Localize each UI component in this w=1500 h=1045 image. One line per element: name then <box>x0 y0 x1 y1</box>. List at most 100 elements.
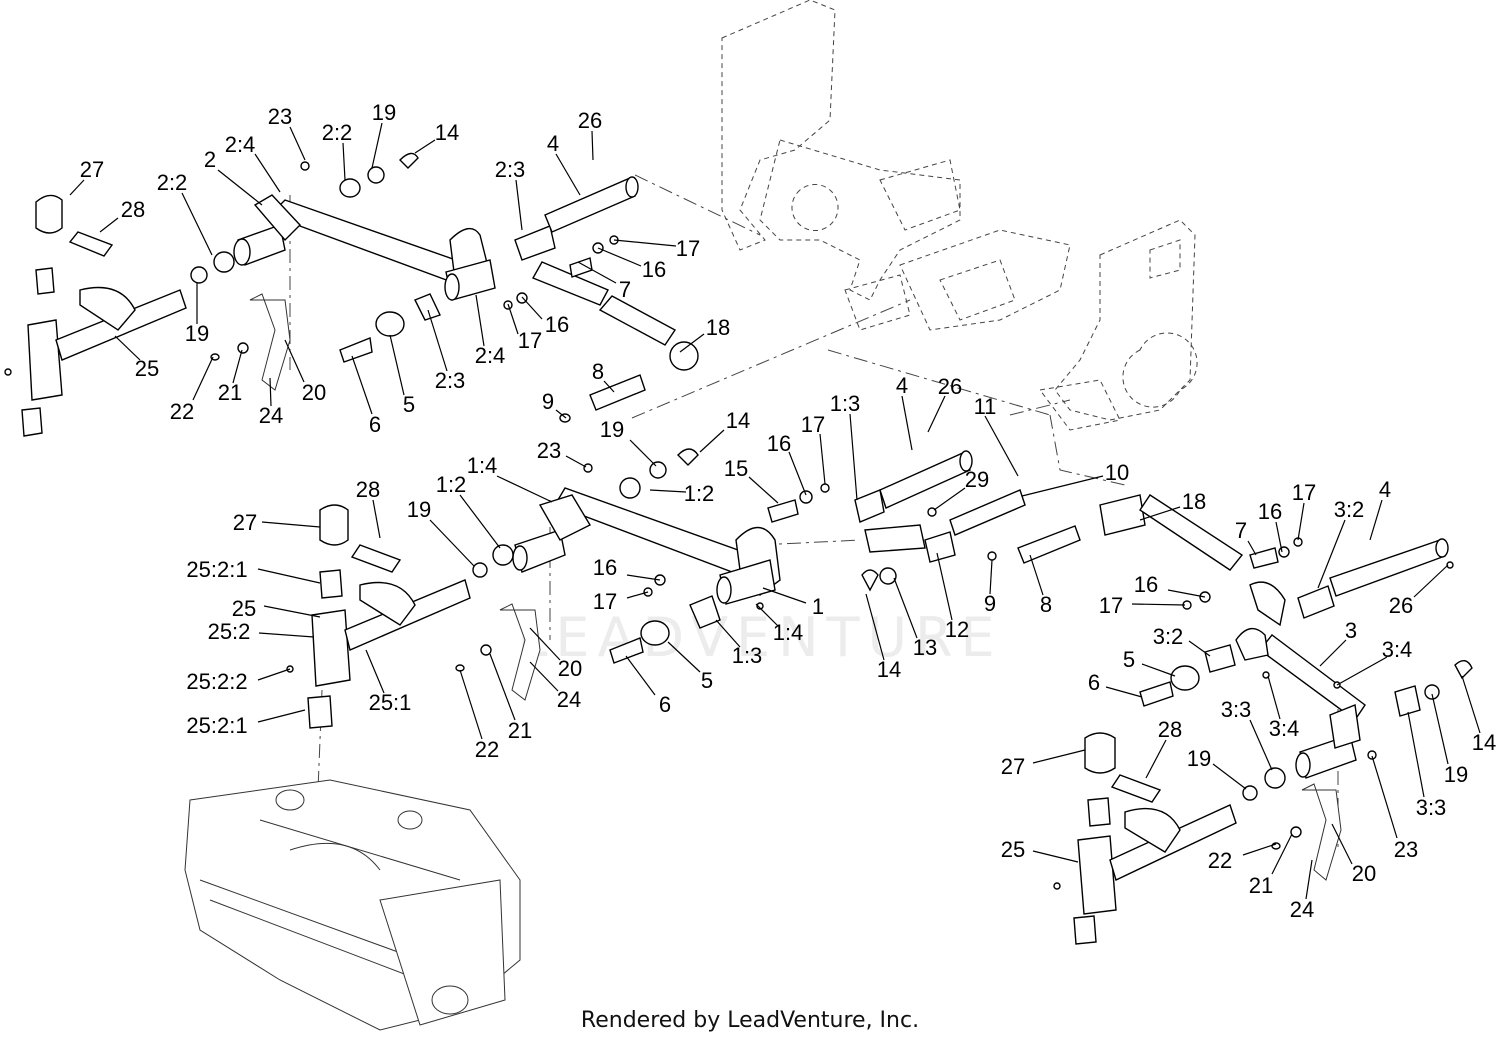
callout-label: 25:2 <box>208 619 251 644</box>
callout-leader <box>1317 519 1346 589</box>
callout-leader <box>699 429 725 453</box>
callout-label: 20 <box>558 656 582 681</box>
callout-leader <box>591 130 594 161</box>
callout-leader <box>762 587 807 604</box>
callout-leader <box>819 433 826 485</box>
callout-label: 16 <box>593 555 617 580</box>
callout-label: 7 <box>619 277 631 302</box>
callout-label: 19 <box>372 100 396 125</box>
callout-label: 19 <box>1444 762 1468 787</box>
carrier-assembly-upper-left <box>4 194 187 437</box>
cutting-unit <box>184 779 521 1031</box>
callout-leader <box>429 519 475 567</box>
callout-label: 16 <box>1258 499 1282 524</box>
callout-leader <box>1369 499 1383 541</box>
callout-label: 6 <box>659 692 671 717</box>
callout-label: 3:4 <box>1382 637 1413 662</box>
callout-label: 25:2:1 <box>186 713 247 738</box>
callout-label: 9 <box>542 389 554 414</box>
arm-assembly-3 <box>1099 494 1473 881</box>
callout-label: 17 <box>1292 480 1316 505</box>
callout-label: 27 <box>1001 754 1025 779</box>
callout-label: 23 <box>1394 837 1418 862</box>
callout-label: 2:4 <box>475 343 506 368</box>
callout-label: 22 <box>475 737 499 762</box>
callout-leader <box>597 247 642 267</box>
callout-leader <box>372 499 381 539</box>
callout-leader <box>192 356 214 401</box>
callout-label: 1:3 <box>830 391 861 416</box>
callout-label: 1:3 <box>732 643 763 668</box>
callout-label: 2:3 <box>495 157 526 182</box>
callout-leader <box>257 668 291 681</box>
callout-leader <box>284 339 305 383</box>
callout-leader <box>1145 739 1167 779</box>
callout-leader <box>755 603 779 627</box>
callout-label: 18 <box>706 315 730 340</box>
callout-leader <box>1105 686 1143 698</box>
callout-leader <box>1247 540 1257 556</box>
callout-leader <box>927 395 946 433</box>
callout-label: 21 <box>1249 873 1273 898</box>
callout-label: 1:2 <box>436 472 467 497</box>
callout-leader <box>371 122 383 169</box>
callout-label: 1 <box>812 594 824 619</box>
callout-label: 2:3 <box>435 368 466 393</box>
callout-label: 20 <box>302 380 326 405</box>
callout-label: 19 <box>407 497 431 522</box>
callout-leader <box>181 192 213 256</box>
callout-leader <box>459 494 501 549</box>
callout-label: 6 <box>369 412 381 437</box>
callout-leader <box>613 239 677 247</box>
callout-label: 21 <box>508 718 532 743</box>
callout-label: 24 <box>259 403 283 428</box>
callout-label: 26 <box>578 108 602 133</box>
callout-leader <box>351 355 373 415</box>
callout-leader <box>1167 589 1206 598</box>
callout-label: 18 <box>1182 489 1206 514</box>
callout-leader <box>1371 755 1398 839</box>
carrier-assembly-lower-right <box>1053 732 1237 945</box>
callout-leader <box>933 487 966 511</box>
callout-label: 17 <box>801 412 825 437</box>
callout-label: 26 <box>938 374 962 399</box>
callout-leader <box>289 126 306 161</box>
callout-leader <box>1249 719 1273 771</box>
callout-leader <box>565 455 587 468</box>
callout-leader <box>1275 521 1283 553</box>
watermark-text: LEADVENTURE <box>517 606 1002 669</box>
callout-leader <box>232 349 243 384</box>
callout-label: 2:2 <box>157 170 188 195</box>
callout-label: 1:2 <box>684 481 715 506</box>
callout-label: 16 <box>642 257 666 282</box>
callout-leader <box>849 413 858 501</box>
callout-label: 5 <box>403 392 415 417</box>
callout-label: 3:2 <box>1334 497 1365 522</box>
callout-label: 4 <box>547 131 559 156</box>
callout-leader <box>1141 663 1176 677</box>
callout-label: 17 <box>518 328 542 353</box>
callout-leader <box>577 261 617 284</box>
callout-leader <box>1267 675 1281 720</box>
callout-label: 13 <box>913 635 937 660</box>
callout-label: 19 <box>185 321 209 346</box>
callout-leader <box>748 476 779 504</box>
callout-label: 16 <box>767 431 791 456</box>
callout-label: 22 <box>170 399 194 424</box>
callout-label: 12 <box>945 617 969 642</box>
callout-label: 16 <box>1134 572 1158 597</box>
callout-label: 3 <box>1345 618 1357 643</box>
callout-label: 20 <box>1352 861 1376 886</box>
callout-label: 23 <box>537 438 561 463</box>
callout-leader <box>936 552 953 621</box>
callout-leader <box>788 451 807 496</box>
callout-label: 25 <box>135 356 159 381</box>
callout-label: 5 <box>701 668 713 693</box>
callout-leader <box>69 179 85 196</box>
callout-leader <box>1131 603 1186 606</box>
callout-label: 10 <box>1105 460 1129 485</box>
callout-leader <box>1188 640 1211 657</box>
callout-leader <box>629 439 657 467</box>
callout-leader <box>1461 675 1481 734</box>
callout-leader <box>217 169 263 206</box>
